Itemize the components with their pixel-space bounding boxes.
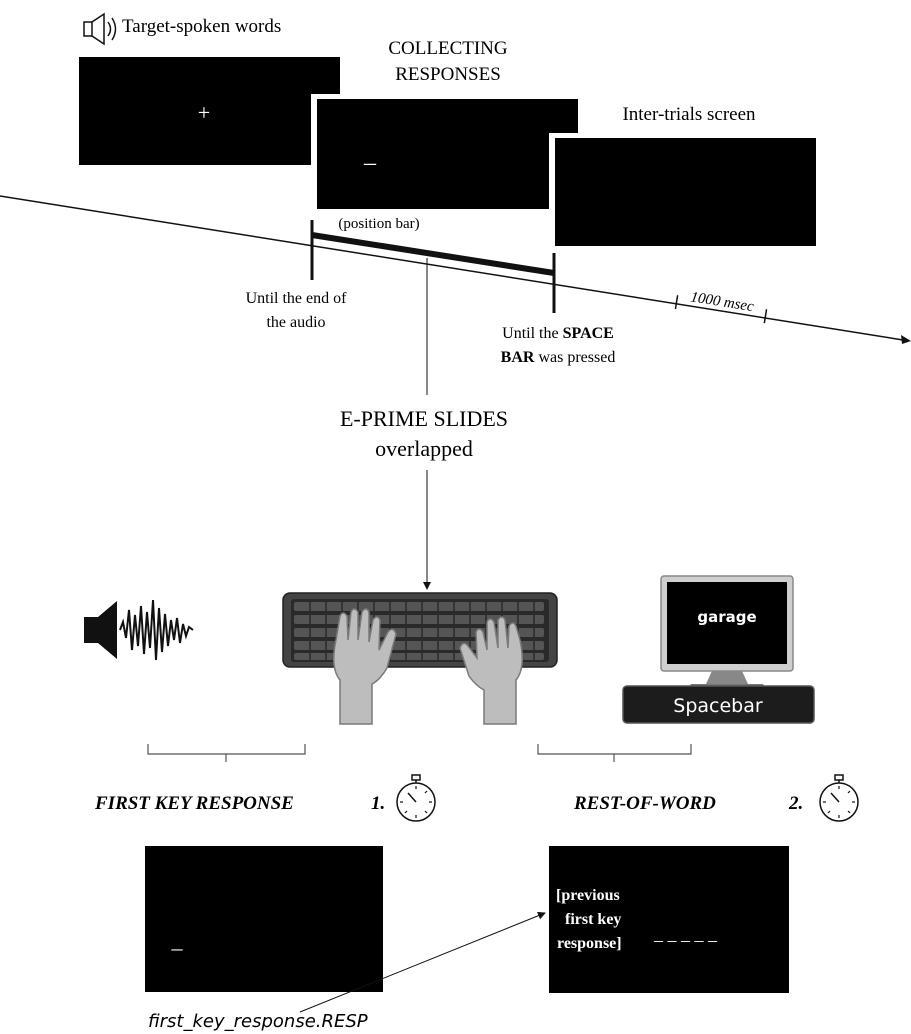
response-symbol: – [363, 150, 377, 176]
collecting-line1: COLLECTING [388, 38, 508, 59]
collecting-line2: RESPONSES [395, 64, 501, 85]
overlap-line1: E-PRIME SLIDES [340, 406, 508, 431]
monitor-icon [660, 575, 794, 689]
first-key-symbol: – [171, 935, 184, 960]
speaker-waveform-icon [84, 599, 194, 661]
previous-line2: first key [565, 911, 621, 928]
spacebar-key [622, 685, 815, 724]
first-key-screen [145, 846, 383, 992]
first-key-number: 1. [371, 793, 385, 814]
resp-caption: first_key_response.RESP [148, 1011, 368, 1032]
spacebar-label: Spacebar [673, 695, 763, 717]
stopwatch-icon [396, 774, 436, 822]
first-key-label: FIRST KEY RESPONSE [94, 793, 294, 814]
monitor-word: garage [697, 608, 756, 626]
fixation-screen [79, 57, 340, 165]
audio-caption: Target-spoken words [122, 16, 281, 37]
fixation-symbol: + [198, 100, 210, 125]
until-audio-line2: the audio [266, 314, 325, 331]
until-space-line2: BAR was pressed [501, 349, 616, 366]
rest-of-word-label: REST-OF-WORD [573, 793, 716, 814]
position-bar-label: (position bar) [338, 216, 419, 232]
bracket-first [147, 744, 306, 762]
overlap-line2: overlapped [375, 436, 473, 461]
stopwatch-icon-2 [819, 774, 859, 822]
timeline-arrowhead [901, 335, 911, 344]
position-bar [311, 232, 555, 276]
intertrial-screen [555, 138, 816, 246]
response-screen [317, 99, 578, 209]
timeline-line [0, 195, 904, 341]
previous-line3: response] [557, 935, 622, 952]
intertrial-caption: Inter-trials screen [622, 104, 756, 125]
rest-of-word-number: 2. [788, 793, 803, 814]
right-hand-icon [459, 616, 523, 725]
until-audio-line1: Until the end of [246, 290, 348, 307]
until-space-line1: Until the SPACE [502, 325, 614, 342]
speaker-icon [83, 12, 117, 46]
previous-line1: [previous [556, 887, 620, 904]
resp-arrow [299, 911, 546, 1013]
rest-of-word-screen [549, 846, 789, 993]
bracket-rest [537, 744, 692, 762]
left-hand-icon [333, 608, 397, 725]
remaining-dashes: – – – – – [653, 930, 718, 950]
